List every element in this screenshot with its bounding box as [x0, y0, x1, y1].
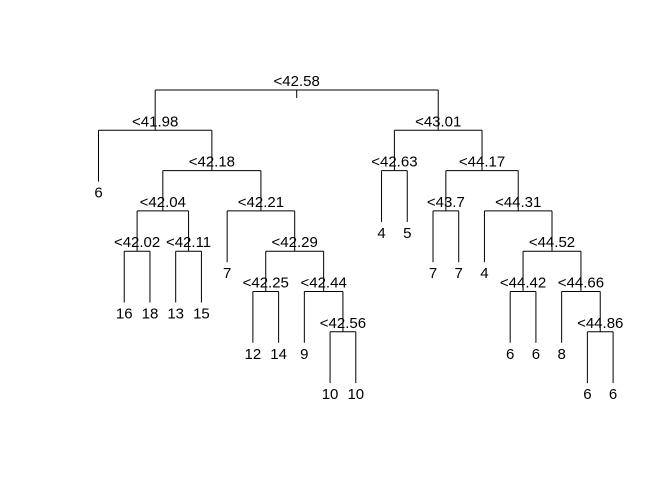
leaf-value: 9 [300, 346, 308, 363]
split-label: <44.42 [500, 275, 546, 292]
split-label: <42.18 [189, 154, 235, 171]
split-label: <42.21 [238, 194, 284, 211]
leaf-value: 18 [142, 306, 159, 323]
leaf-value: 15 [193, 306, 210, 323]
leaf-value: 7 [223, 265, 231, 282]
split-label: <42.11 [166, 234, 211, 251]
leaf-value: 6 [94, 185, 102, 202]
leaf-value: 4 [377, 225, 385, 242]
leaf-value: 6 [532, 346, 540, 363]
leaf-value: 5 [403, 225, 411, 242]
split-label: <42.58 [274, 73, 320, 90]
split-label: <42.02 [114, 234, 160, 251]
leaf-value: 7 [429, 265, 437, 282]
split-label: <44.66 [558, 275, 604, 292]
split-label: <42.63 [371, 154, 417, 171]
leaf-value: 6 [609, 386, 617, 403]
split-label: <44.31 [495, 194, 541, 211]
leaf-value: 4 [480, 265, 488, 282]
split-label: <42.56 [320, 315, 366, 332]
split-label: <41.98 [132, 113, 178, 130]
split-label: <44.17 [459, 154, 505, 171]
leaf-value: 12 [245, 346, 262, 363]
leaf-value: 14 [270, 346, 287, 363]
split-label: <42.04 [140, 194, 186, 211]
leaf-value: 13 [167, 306, 184, 323]
split-label: <43.7 [427, 194, 465, 211]
split-label: <42.44 [300, 275, 346, 292]
leaf-value: 6 [583, 386, 591, 403]
split-label: <42.29 [272, 234, 318, 251]
leaf-value: 16 [116, 306, 133, 323]
leaf-value: 7 [455, 265, 463, 282]
leaf-value: 8 [557, 346, 565, 363]
leaf-value: 10 [322, 386, 339, 403]
leaf-value: 6 [506, 346, 514, 363]
split-label: <44.52 [529, 234, 575, 251]
leaf-value: 10 [347, 386, 364, 403]
split-label: <42.25 [243, 275, 289, 292]
split-label: <44.86 [577, 315, 623, 332]
split-label: <43.01 [415, 113, 461, 130]
